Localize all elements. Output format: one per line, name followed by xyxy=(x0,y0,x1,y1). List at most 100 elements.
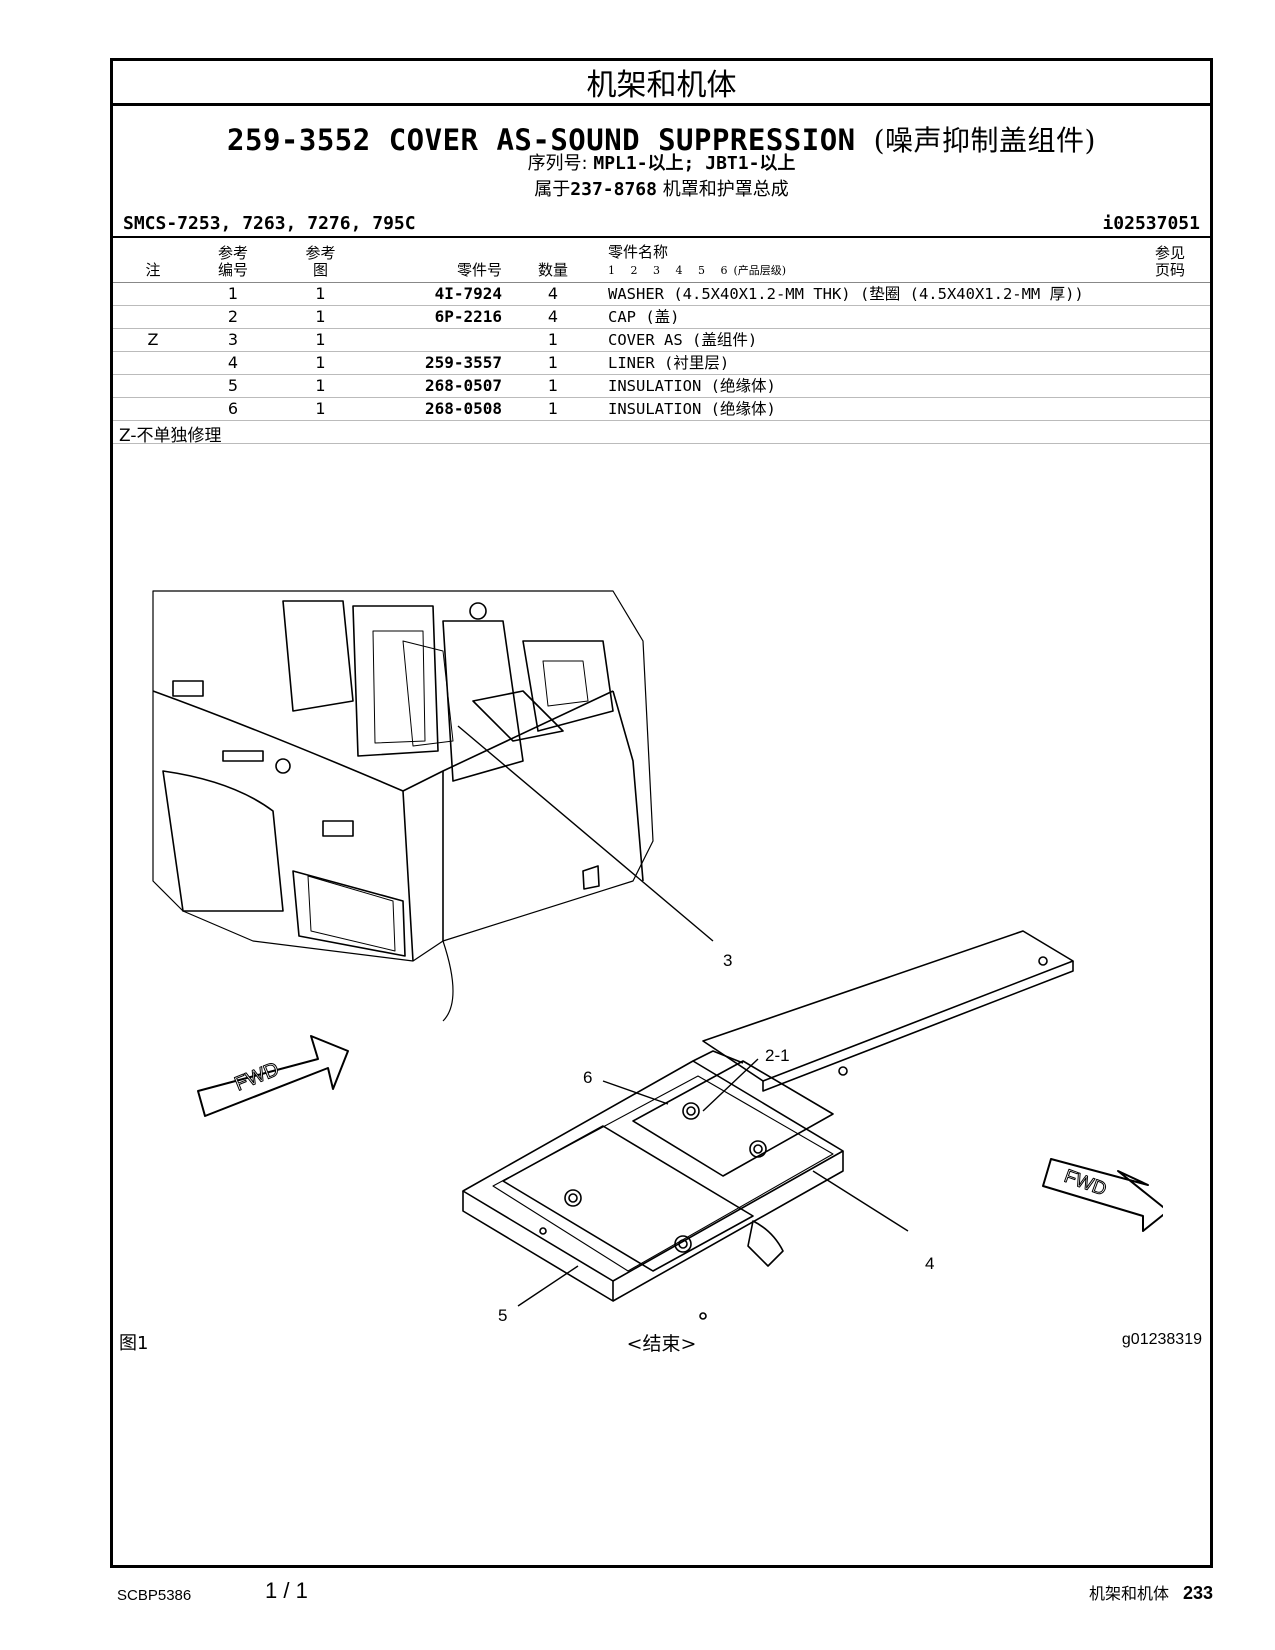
row-ref-no: 4 xyxy=(193,351,273,375)
row-see-page xyxy=(1130,282,1210,306)
footer-doc-id: SCBP5386 xyxy=(117,1587,192,1604)
row-see-page xyxy=(1130,305,1210,329)
smcs-codes: SMCS-7253, 7263, 7276, 795C xyxy=(123,213,416,234)
row-part-no: 4I-7924 xyxy=(368,282,508,306)
row-part-no: 268-0507 xyxy=(368,374,508,398)
row-see-page xyxy=(1130,374,1210,398)
exploded-view-illustration: 3 FWD 2-1 xyxy=(152,590,1163,1325)
row-see-page xyxy=(1130,351,1210,375)
row-part-name: CAP (盖) xyxy=(598,305,1130,329)
graphic-id: g01238319 xyxy=(1121,1331,1202,1348)
parent-line: 属于237-8768 机罩和护罩总成 xyxy=(113,175,1210,201)
leader-line-5 xyxy=(517,1265,579,1307)
row-ref-fig: 1 xyxy=(273,282,368,306)
table-header-row: 注 参考 编号 参考 图 零件号 数量 零件名称 1 2 3 4 5 6(产品层… xyxy=(113,244,1210,283)
cover-assembly-drawing xyxy=(462,930,1074,1320)
callout-3: 3 xyxy=(723,951,732,970)
row-qty: 1 xyxy=(508,397,598,421)
row-part-name: INSULATION (绝缘体) xyxy=(598,397,1130,421)
footer-page-number: 233 xyxy=(1182,1583,1213,1603)
callout-5: 5 xyxy=(498,1306,507,1325)
fwd-arrow-left: FWD xyxy=(197,1035,349,1117)
row-qty: 1 xyxy=(508,374,598,398)
leader-line-6 xyxy=(602,1080,669,1105)
parts-table: 注 参考 编号 参考 图 零件号 数量 零件名称 1 2 3 4 5 6(产品层… xyxy=(113,244,1210,421)
row-part-no: 259-3557 xyxy=(368,351,508,375)
callout-4: 4 xyxy=(925,1254,934,1273)
row-ref-fig: 1 xyxy=(273,351,368,375)
row-ref-fig: 1 xyxy=(273,305,368,329)
row-ref-no: 5 xyxy=(193,374,273,398)
row-see-page xyxy=(1130,328,1210,352)
title-name: COVER AS-SOUND SUPPRESSION xyxy=(388,123,856,157)
leader-line-2-1 xyxy=(702,1058,759,1112)
footnote-rule xyxy=(113,443,1210,444)
row-note: Z xyxy=(113,328,193,352)
leader-line-3 xyxy=(457,725,714,942)
header-see-page: 参见 页码 xyxy=(1130,244,1210,283)
row-qty: 4 xyxy=(508,305,598,329)
serial-value: MPL1-以上; JBT1-以上 xyxy=(593,153,796,174)
machine-body-drawing xyxy=(152,590,654,1022)
callout-2-1: 2-1 xyxy=(765,1046,790,1065)
row-ref-no: 2 xyxy=(193,305,273,329)
serial-label: 序列号: xyxy=(527,153,588,174)
row-part-no xyxy=(368,328,508,352)
section-title: 机架和机体 xyxy=(113,61,1210,106)
header-note: 注 xyxy=(113,244,193,283)
row-note xyxy=(113,374,193,398)
row-part-name: INSULATION (绝缘体) xyxy=(598,374,1130,398)
row-note xyxy=(113,351,193,375)
leader-line-4 xyxy=(812,1170,909,1232)
row-part-no: 6P-2216 xyxy=(368,305,508,329)
row-note xyxy=(113,305,193,329)
row-qty: 1 xyxy=(508,328,598,352)
footer-section: 机架和机体 233 xyxy=(1089,1580,1213,1604)
fwd-label-right: FWD xyxy=(1061,1166,1109,1201)
callout-6: 6 xyxy=(583,1068,592,1087)
row-part-no: 268-0508 xyxy=(368,397,508,421)
header-levels: 1 2 3 4 5 6 xyxy=(608,264,734,277)
title-name-cn: (噪声抑制盖组件) xyxy=(873,124,1096,157)
row-ref-no: 6 xyxy=(193,397,273,421)
footnote: Z-不单独修理 xyxy=(119,426,222,446)
end-mark: <结束> xyxy=(626,1333,697,1355)
header-qty: 数量 xyxy=(508,244,598,283)
parent-prefix: 属于 xyxy=(534,179,571,200)
parent-part-number: 237-8768 xyxy=(570,179,657,200)
serial-line: 序列号: MPL1-以上; JBT1-以上 xyxy=(113,149,1210,175)
title-part-number: 259-3552 xyxy=(227,123,371,157)
header-part-name-label: 零件名称 xyxy=(608,243,669,261)
footer-page-of: 1 / 1 xyxy=(265,1578,308,1603)
row-ref-no: 3 xyxy=(193,328,273,352)
footer-section-name: 机架和机体 xyxy=(1088,1584,1169,1603)
header-ref-fig: 参考 图 xyxy=(273,244,368,283)
illustration-id: i02537051 xyxy=(1102,213,1200,234)
row-ref-fig: 1 xyxy=(273,374,368,398)
row-see-page xyxy=(1130,397,1210,421)
header-part-no: 零件号 xyxy=(368,244,508,283)
fwd-arrow-right: FWD xyxy=(1042,1158,1163,1232)
parent-name: 机罩和护罩总成 xyxy=(662,179,789,200)
page-frame: 机架和机体 259-3552 COVER AS-SOUND SUPPRESSIO… xyxy=(110,58,1213,1568)
header-part-name: 零件名称 1 2 3 4 5 6(产品层级) xyxy=(598,244,1130,283)
header-ref-no: 参考 编号 xyxy=(193,244,273,283)
row-ref-no: 1 xyxy=(193,282,273,306)
document-title: 259-3552 COVER AS-SOUND SUPPRESSION (噪声抑… xyxy=(113,119,1210,159)
row-part-name: LINER (衬里层) xyxy=(598,351,1130,375)
row-note xyxy=(113,397,193,421)
header-levels-cn: (产品层级) xyxy=(733,264,787,277)
row-qty: 1 xyxy=(508,351,598,375)
row-part-name: WASHER (4.5X40X1.2-MM THK) (垫圈 (4.5X40X1… xyxy=(598,282,1130,306)
row-ref-fig: 1 xyxy=(273,397,368,421)
row-note xyxy=(113,282,193,306)
header-rule xyxy=(113,236,1210,238)
row-part-name: COVER AS (盖组件) xyxy=(598,328,1130,352)
